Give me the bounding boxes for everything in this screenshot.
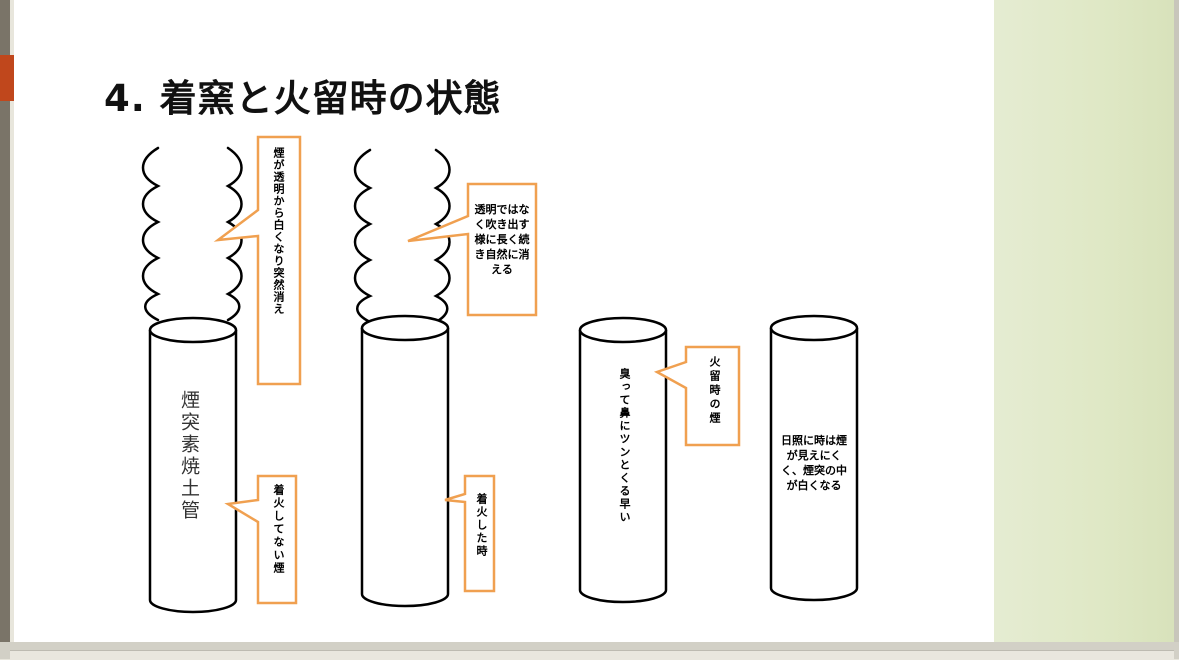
next-slide-preview [10,650,1174,660]
callout-1-top-box [213,135,302,386]
pipe-3-body-label: 臭って鼻にツンとくる早い [618,368,631,524]
pipe-4-body-label: 日照に時は煙が見えにくく、煙突の中が白くなる [781,434,847,492]
callout-2-bottom-text: 着火した時 [475,493,488,558]
callout-2-top-box [407,182,538,317]
pipe-2-body [360,328,450,608]
callout-1-bottom-box [224,474,298,605]
smoke-2-left [353,148,373,324]
slide-accent-bar [0,55,14,101]
pipe-1-body [148,330,238,614]
callout-2-top-text: 透明ではなく吹き出す様に長く続き自然に消える [474,203,530,276]
smoke-2-right [433,148,451,324]
pipe-4-body [769,328,859,602]
window-right-edge [1174,0,1179,659]
chimney-diagram [141,135,859,614]
pipe-4-top [769,314,859,342]
smoke-1-right [225,146,243,322]
window-left-edge [0,0,10,645]
slide-title: 4. 着窯と火留時の状態 [104,77,502,120]
pipe-3-top [578,316,668,344]
callout-2-bottom-box [444,474,496,593]
callout-1-top-text: 煙が透明から白くなり突然消え [272,147,285,315]
smoke-1-left [141,146,161,322]
callout-3-top-text: 火留時の煙 [708,356,721,426]
pipe-1-top [148,316,238,344]
callout-3-top-box [653,345,741,447]
pipe-3-body [578,330,668,604]
callout-1-bottom-text: 着火してない煙 [272,484,285,575]
slide-side-panel [994,0,1174,642]
pipe-1-body-label: 煙突素焼土管 [178,390,200,522]
pipe-2-top [360,314,450,342]
